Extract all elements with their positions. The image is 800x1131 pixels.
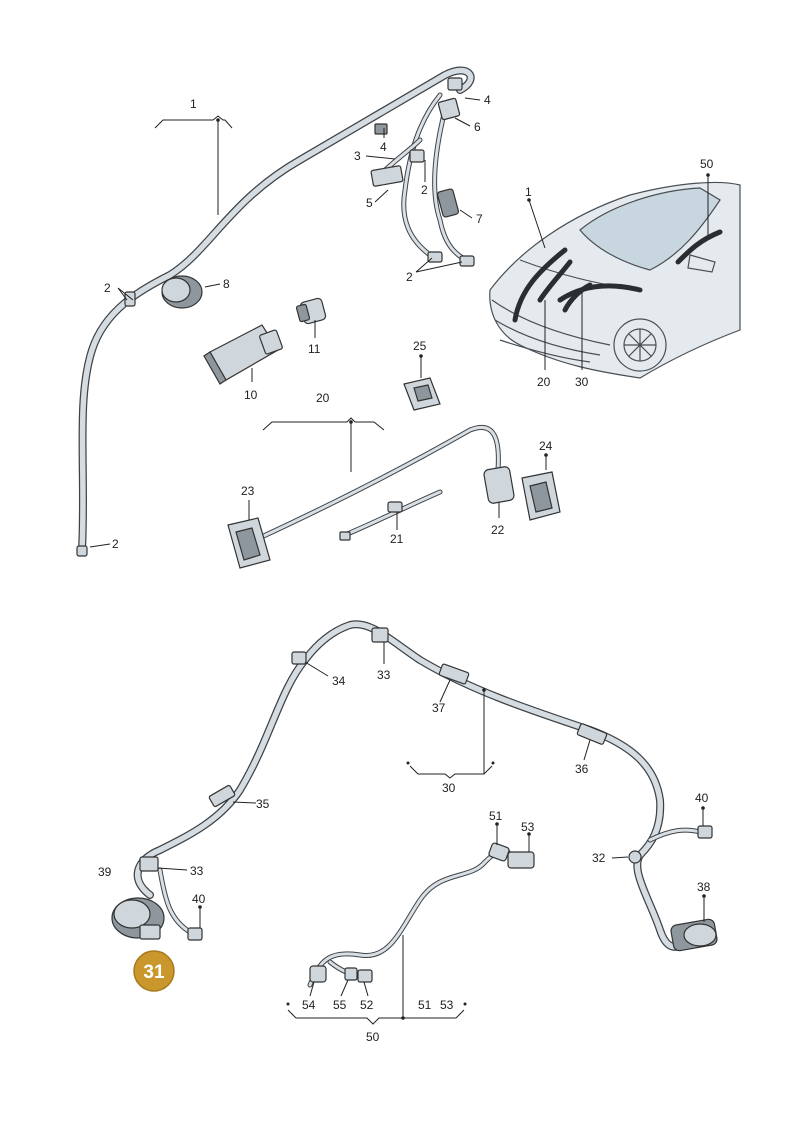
label-51: 51 xyxy=(418,998,432,1012)
harness-1-drawing xyxy=(76,66,475,557)
label-52: 52 xyxy=(360,998,374,1012)
label-2: 2 xyxy=(112,537,119,551)
label-40: 40 xyxy=(192,892,206,906)
label-20: 20 xyxy=(316,391,330,405)
label-50: 50 xyxy=(366,1030,380,1044)
label-40: 40 xyxy=(695,791,709,805)
label-4: 4 xyxy=(484,93,491,107)
label-11: 11 xyxy=(308,342,321,356)
label-20: 20 xyxy=(537,375,551,389)
label-1: 1 xyxy=(190,97,197,111)
part-25-drawing xyxy=(403,377,441,411)
label-1: 1 xyxy=(525,185,532,199)
leader-dots xyxy=(198,118,710,1020)
label-37: 37 xyxy=(432,701,446,715)
label-53: 53 xyxy=(440,998,454,1012)
label-34: 34 xyxy=(332,674,346,688)
label-10: 10 xyxy=(244,388,258,402)
label-22: 22 xyxy=(491,523,505,537)
label-33: 33 xyxy=(190,864,204,878)
harness-30-drawing xyxy=(111,620,718,952)
part-labels: 1 4 6 4 3 2 5 7 2 2 8 2 11 10 50 1 20 30… xyxy=(98,93,714,1044)
label-2: 2 xyxy=(104,281,111,295)
label-51: 51 xyxy=(489,809,503,823)
label-54: 54 xyxy=(302,998,316,1012)
label-24: 24 xyxy=(539,439,553,453)
label-3: 3 xyxy=(354,149,361,163)
label-50: 50 xyxy=(700,157,714,171)
label-53: 53 xyxy=(521,820,535,834)
label-30: 30 xyxy=(442,781,456,795)
label-38: 38 xyxy=(697,880,711,894)
label-7: 7 xyxy=(476,212,483,226)
label-2: 2 xyxy=(421,183,428,197)
label-21: 21 xyxy=(390,532,404,546)
label-5: 5 xyxy=(366,196,373,210)
harness-50-drawing xyxy=(307,842,535,988)
label-55: 55 xyxy=(333,998,347,1012)
label-6: 6 xyxy=(474,120,481,134)
part-11-drawing xyxy=(295,297,327,325)
label-8: 8 xyxy=(223,277,230,291)
part-10-drawing xyxy=(203,324,283,385)
label-33: 33 xyxy=(377,668,391,682)
label-39: 39 xyxy=(98,865,112,879)
label-32: 32 xyxy=(592,851,606,865)
label-25: 25 xyxy=(413,339,427,353)
car-illustration xyxy=(489,181,741,379)
label-30: 30 xyxy=(575,375,589,389)
label-4: 4 xyxy=(380,140,387,154)
leader-lines xyxy=(89,97,709,1025)
badge-number: 31 xyxy=(143,962,165,983)
label-2: 2 xyxy=(406,270,413,284)
label-35: 35 xyxy=(256,797,270,811)
harness-20-drawing xyxy=(227,425,561,569)
label-36: 36 xyxy=(575,762,589,776)
label-23: 23 xyxy=(241,484,255,498)
callout-badge-31[interactable]: 31 xyxy=(133,950,175,992)
